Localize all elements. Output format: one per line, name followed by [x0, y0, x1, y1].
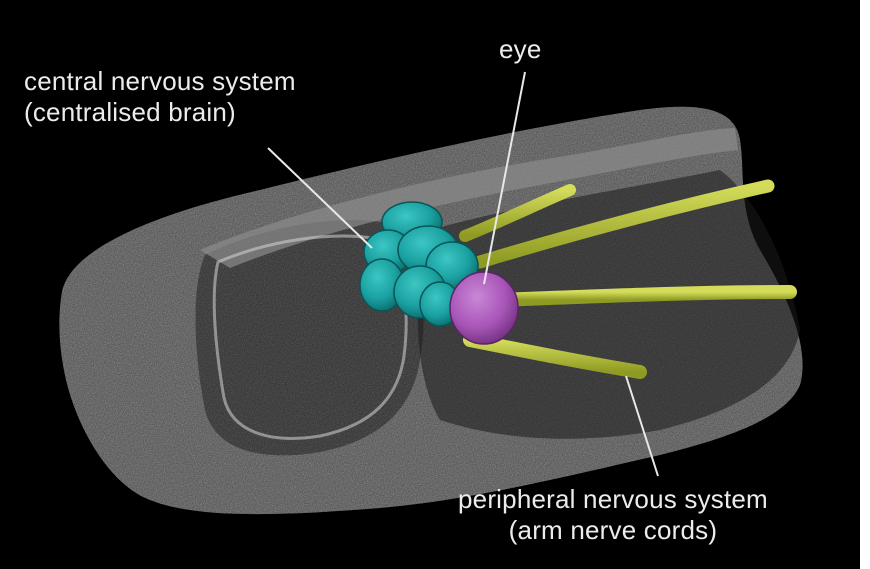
label-central-nervous-system: central nervous system (centralised brai…: [24, 66, 296, 128]
label-pns-line1: peripheral nervous system: [458, 484, 768, 515]
label-cns-line1: central nervous system: [24, 66, 296, 97]
label-pns-line2: (arm nerve cords): [458, 515, 768, 546]
label-eye: eye: [499, 34, 542, 65]
label-cns-line2: (centralised brain): [24, 97, 296, 128]
label-peripheral-nervous-system: peripheral nervous system (arm nerve cor…: [458, 484, 768, 546]
